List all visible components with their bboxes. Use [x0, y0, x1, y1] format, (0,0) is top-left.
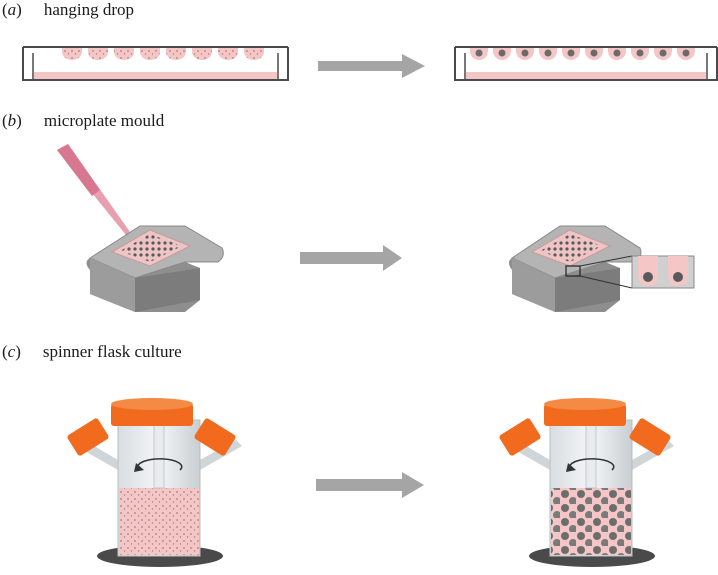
medium-layer	[466, 72, 706, 79]
rotation-arrow-icon	[134, 458, 183, 472]
rotation-arrow-icon	[566, 458, 615, 472]
mould-wells-zoom	[631, 255, 695, 289]
hanging-drop-dish-initial	[22, 46, 289, 81]
flask-cap-left	[67, 418, 109, 456]
hanging-drops-initial	[62, 48, 264, 60]
panel-a-label: (a) hanging drop	[2, 0, 134, 20]
right-arrow-icon	[300, 245, 402, 271]
flask-cap-top	[544, 398, 626, 426]
panel-b-title: microplate mould	[43, 111, 165, 130]
flask-cap-left	[499, 418, 541, 456]
flask-cap-right	[629, 418, 671, 456]
panel-c-label: (c) spinner flask culture	[2, 342, 182, 362]
microplate-mould-initial	[86, 225, 224, 312]
flask-cap-right	[194, 418, 236, 456]
panel-c-letter: (c)	[2, 342, 21, 361]
right-arrow-icon	[318, 54, 425, 78]
spinner-flask-spheroids	[499, 398, 674, 567]
right-arrow-icon	[316, 472, 424, 498]
panel-a-title: hanging drop	[43, 0, 135, 19]
panel-c-title: spinner flask culture	[42, 342, 182, 361]
microplate-mould-spheroids	[509, 225, 695, 312]
hanging-drop-dish-spheroids	[454, 46, 718, 81]
spinner-flask-initial	[67, 398, 242, 567]
panel-a-letter: (a)	[2, 0, 22, 19]
panel-b-label: (b) microplate mould	[2, 111, 164, 131]
zoom-box	[565, 265, 581, 277]
pipette-icon	[57, 144, 133, 245]
medium-layer	[34, 72, 277, 79]
panel-b-letter: (b)	[2, 111, 22, 130]
flask-cap-top	[111, 398, 193, 426]
hanging-drops-spheroids	[470, 48, 695, 60]
